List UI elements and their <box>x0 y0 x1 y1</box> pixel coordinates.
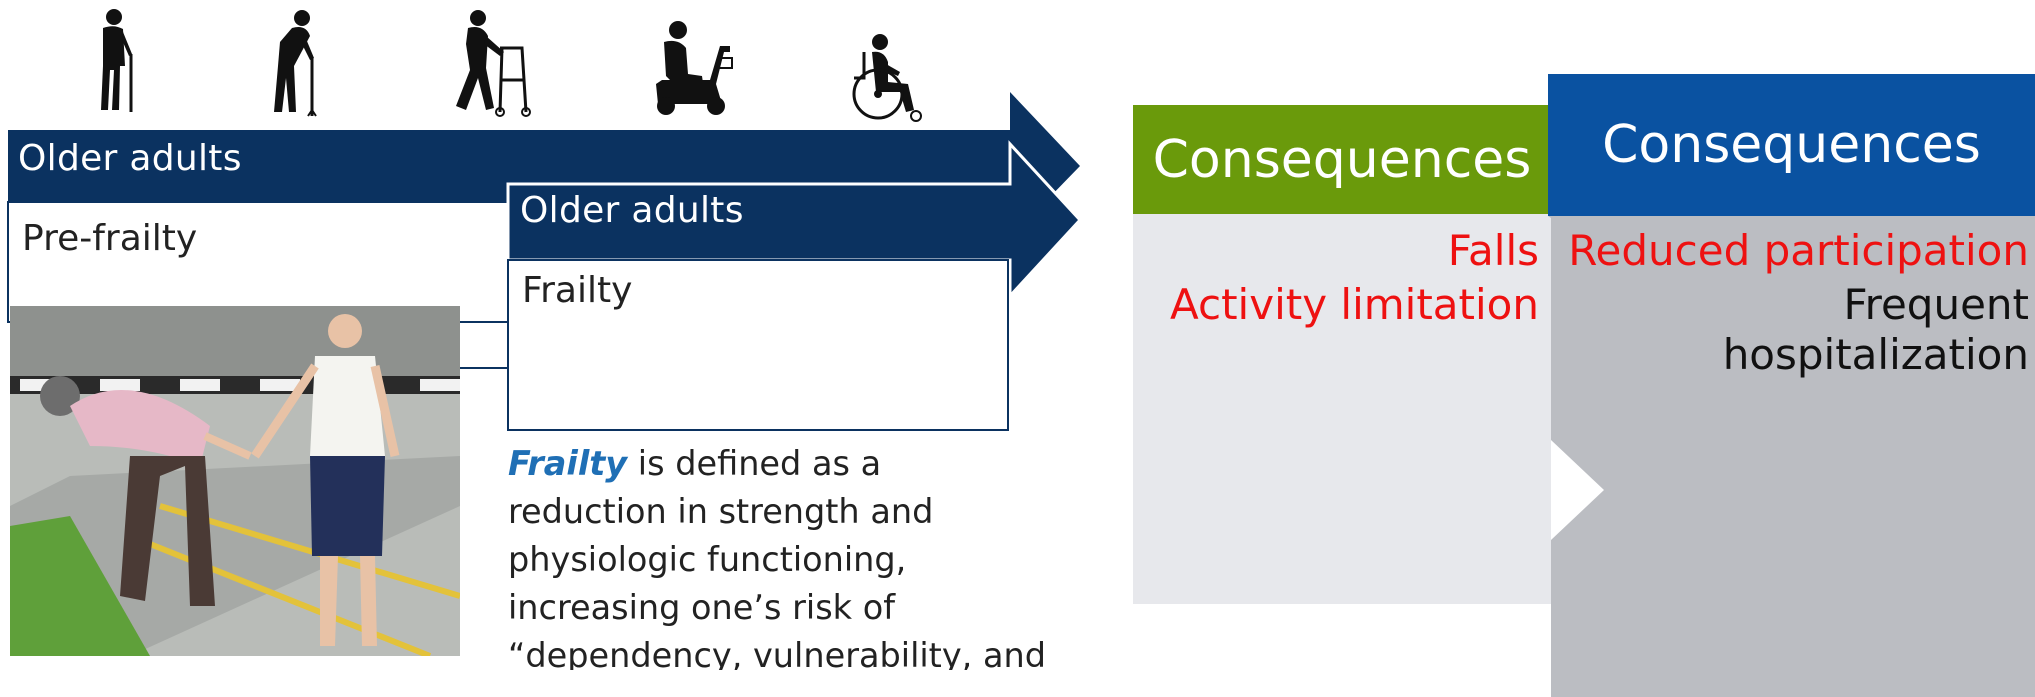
stooped-cane-icon <box>274 10 317 117</box>
mobility-scooter-icon <box>656 21 733 115</box>
wheelchair-icon <box>852 34 922 122</box>
walking-cane-icon <box>101 9 133 112</box>
consequences-panel-1 <box>1133 214 1551 604</box>
definition-text: is defined as a reduction in strength an… <box>508 444 1046 670</box>
consequences-header-1: Consequences <box>1133 105 1551 214</box>
frailty-label: Frailty <box>522 270 633 311</box>
frailty-definition: Frailty is defined as a reduction in str… <box>508 440 1048 670</box>
consequences-header-2: Consequences <box>1548 74 2035 216</box>
consequence-item: Activity limitation <box>1170 280 1539 329</box>
consequences-panel-2 <box>1548 216 2035 697</box>
walker-icon <box>456 10 531 117</box>
definition-keyword: Frailty <box>508 444 628 483</box>
consequence-item: Reduced participation <box>1568 226 2029 275</box>
older-adults-photo <box>10 306 460 656</box>
arrow2-label: Older adults <box>520 190 744 231</box>
arrow1-label: Older adults <box>18 138 242 179</box>
prefrailty-label: Pre-frailty <box>22 218 198 259</box>
consequence-item: Falls <box>1447 226 1539 275</box>
frailty-arrow <box>460 140 1083 431</box>
consequences-list-1: Falls Activity limitation <box>1133 226 1539 330</box>
consequence-item: Frequent hospitalization <box>1722 280 2029 379</box>
consequences-list-2: Reduced participation Frequent hospitali… <box>1560 226 2029 380</box>
